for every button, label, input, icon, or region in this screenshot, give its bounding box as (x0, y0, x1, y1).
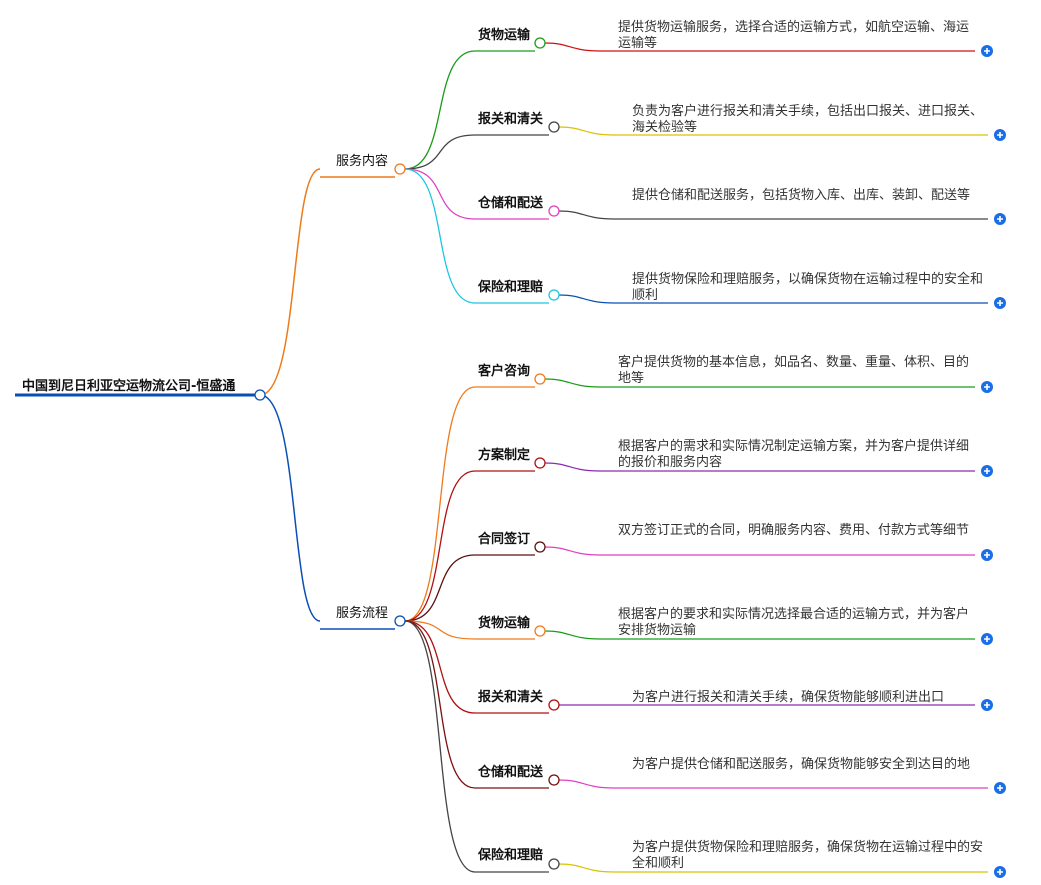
child-desc-link (558, 294, 988, 304)
desc-insurance-claims-2: 为客户提供货物保险和理赔服务，确保货物在运输过程中的安全和顺利 (632, 840, 984, 871)
desc-cargo-transport: 提供货物运输服务，选择合适的运输方式，如航空运输、海运运输等 (618, 20, 970, 51)
child-desc-link (558, 863, 988, 873)
root-node-dot[interactable] (254, 389, 266, 401)
child-node-dot[interactable] (534, 541, 546, 553)
topic-plan-drafting[interactable]: 方案制定 (478, 448, 531, 463)
branch-child-link (404, 620, 549, 789)
plus-circle-icon[interactable] (981, 633, 993, 645)
desc-contract-signing: 双方签订正式的合同，明确服务内容、费用、付款方式等细节 (618, 523, 970, 538)
branch-child-link (404, 168, 549, 304)
topic-customs-clearance[interactable]: 报关和清关 (478, 112, 544, 127)
child-node-dot[interactable] (534, 625, 546, 637)
branch-child-link (404, 50, 535, 170)
child-node-dot[interactable] (548, 774, 560, 786)
child-desc-link (544, 42, 975, 52)
branch-node-dot[interactable] (394, 163, 406, 175)
child-node-dot[interactable] (548, 858, 560, 870)
node-markers (254, 37, 1006, 878)
branch-service-process[interactable]: 服务流程 (336, 606, 389, 621)
desc-plan-drafting: 根据客户的需求和实际情况制定运输方案，并为客户提供详细的报价和服务内容 (618, 439, 970, 470)
child-desc-link (558, 779, 988, 789)
branch-child-link (404, 620, 549, 714)
connector-lines (15, 42, 988, 873)
topic-warehouse-delivery-2[interactable]: 仓储和配送 (478, 765, 544, 780)
child-desc-link (544, 462, 975, 472)
desc-warehouse-delivery-2: 为客户提供仓储和配送服务，确保货物能够安全到达目的地 (632, 757, 971, 772)
plus-circle-icon[interactable] (981, 45, 993, 57)
child-node-dot[interactable] (534, 373, 546, 385)
desc-customs-clearance-2: 为客户进行报关和清关手续，确保货物能够顺利进出口 (632, 690, 945, 705)
branch-child-link (404, 470, 535, 622)
desc-warehouse-delivery: 提供仓储和配送服务，包括货物入库、出库、装卸、配送等 (632, 188, 971, 203)
child-node-dot[interactable] (548, 205, 560, 217)
branch-child-link (404, 620, 535, 640)
branch-node-dot[interactable] (394, 615, 406, 627)
plus-circle-icon[interactable] (981, 465, 993, 477)
child-node-dot[interactable] (548, 121, 560, 133)
plus-circle-icon[interactable] (994, 129, 1006, 141)
child-desc-link (558, 126, 988, 136)
desc-customs-clearance: 负责为客户进行报关和清关手续，包括出口报关、进口报关、海关检验等 (632, 104, 984, 135)
topic-customer-inquiry[interactable]: 客户咨询 (478, 364, 531, 379)
child-desc-link (544, 630, 975, 640)
topic-warehouse-delivery[interactable]: 仓储和配送 (478, 196, 544, 211)
branch-child-link (404, 554, 535, 622)
plus-circle-icon[interactable] (994, 782, 1006, 794)
plus-circle-icon[interactable] (994, 866, 1006, 878)
branch-child-link (404, 620, 549, 873)
branch-child-link (404, 134, 549, 170)
child-node-dot[interactable] (548, 289, 560, 301)
topic-cargo-transport-2[interactable]: 货物运输 (478, 616, 531, 631)
desc-insurance-claims: 提供货物保险和理赔服务，以确保货物在运输过程中的安全和顺利 (632, 272, 984, 303)
desc-customer-inquiry: 客户提供货物的基本信息，如品名、数量、重量、体积、目的地等 (618, 355, 970, 386)
branch-child-link (404, 168, 549, 220)
topic-insurance-claims-2[interactable]: 保险和理赔 (478, 848, 544, 863)
child-node-dot[interactable] (548, 699, 560, 711)
plus-circle-icon[interactable] (994, 297, 1006, 309)
root-branch-link (259, 168, 321, 396)
root-topic[interactable]: 中国到尼日利亚空运物流公司-恒盛通 (22, 379, 236, 394)
plus-circle-icon[interactable] (994, 213, 1006, 225)
topic-contract-signing[interactable]: 合同签订 (478, 532, 531, 547)
topic-cargo-transport[interactable]: 货物运输 (478, 28, 531, 43)
plus-circle-icon[interactable] (981, 381, 993, 393)
child-desc-link (544, 378, 975, 388)
branch-service-content[interactable]: 服务内容 (336, 154, 389, 169)
topic-insurance-claims[interactable]: 保险和理赔 (478, 280, 544, 295)
child-desc-link (544, 546, 975, 556)
desc-cargo-transport-2: 根据客户的要求和实际情况选择最合适的运输方式，并为客户安排货物运输 (618, 607, 970, 638)
root-branch-link (259, 394, 321, 622)
topic-customs-clearance-2[interactable]: 报关和清关 (478, 690, 544, 705)
child-desc-link (558, 210, 988, 220)
plus-circle-icon[interactable] (981, 549, 993, 561)
branch-child-link (404, 386, 535, 622)
child-node-dot[interactable] (534, 37, 546, 49)
child-node-dot[interactable] (534, 457, 546, 469)
plus-circle-icon[interactable] (981, 699, 993, 711)
